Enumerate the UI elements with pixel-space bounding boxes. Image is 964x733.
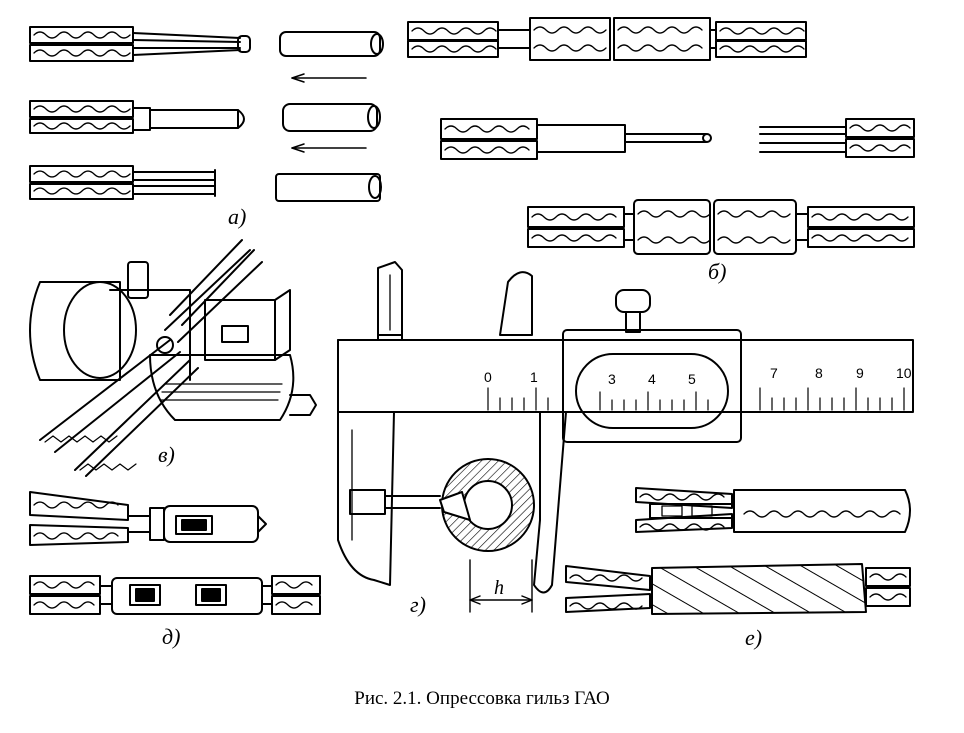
panel-b-drawing xyxy=(407,17,915,255)
panel-d-drawing xyxy=(29,491,321,615)
panel-label-a: а) xyxy=(228,204,246,229)
caliper-vernier-scale-3: 3 xyxy=(608,371,616,387)
caliper-main-scale-7: 7 xyxy=(770,365,778,381)
panel-e-drawing xyxy=(565,487,911,615)
figure-caption: Рис. 2.1. Опрессовка гильз ГАО xyxy=(354,688,610,709)
caliper-main-scale-9: 9 xyxy=(856,365,864,381)
caliper-vernier-scale-5: 5 xyxy=(688,371,696,387)
panel-label-v: в) xyxy=(158,442,175,467)
panel-v-drawing xyxy=(29,239,317,477)
panel-a-drawing xyxy=(29,26,384,202)
caliper-main-scale-1: 1 xyxy=(530,369,538,385)
panel-label-e: е) xyxy=(745,625,762,650)
panel-g-drawing xyxy=(337,261,914,613)
caliper-main-scale-8: 8 xyxy=(815,365,823,381)
caliper-main-scale-10: 10 xyxy=(896,365,912,381)
dimension-label-h: h xyxy=(494,577,504,599)
panel-label-d: д) xyxy=(162,624,180,649)
caliper-main-scale-0: 0 xyxy=(484,369,492,385)
caliper-vernier-scale-4: 4 xyxy=(648,371,656,387)
panel-label-g: г) xyxy=(410,592,426,617)
panel-label-b: б) xyxy=(708,259,726,284)
